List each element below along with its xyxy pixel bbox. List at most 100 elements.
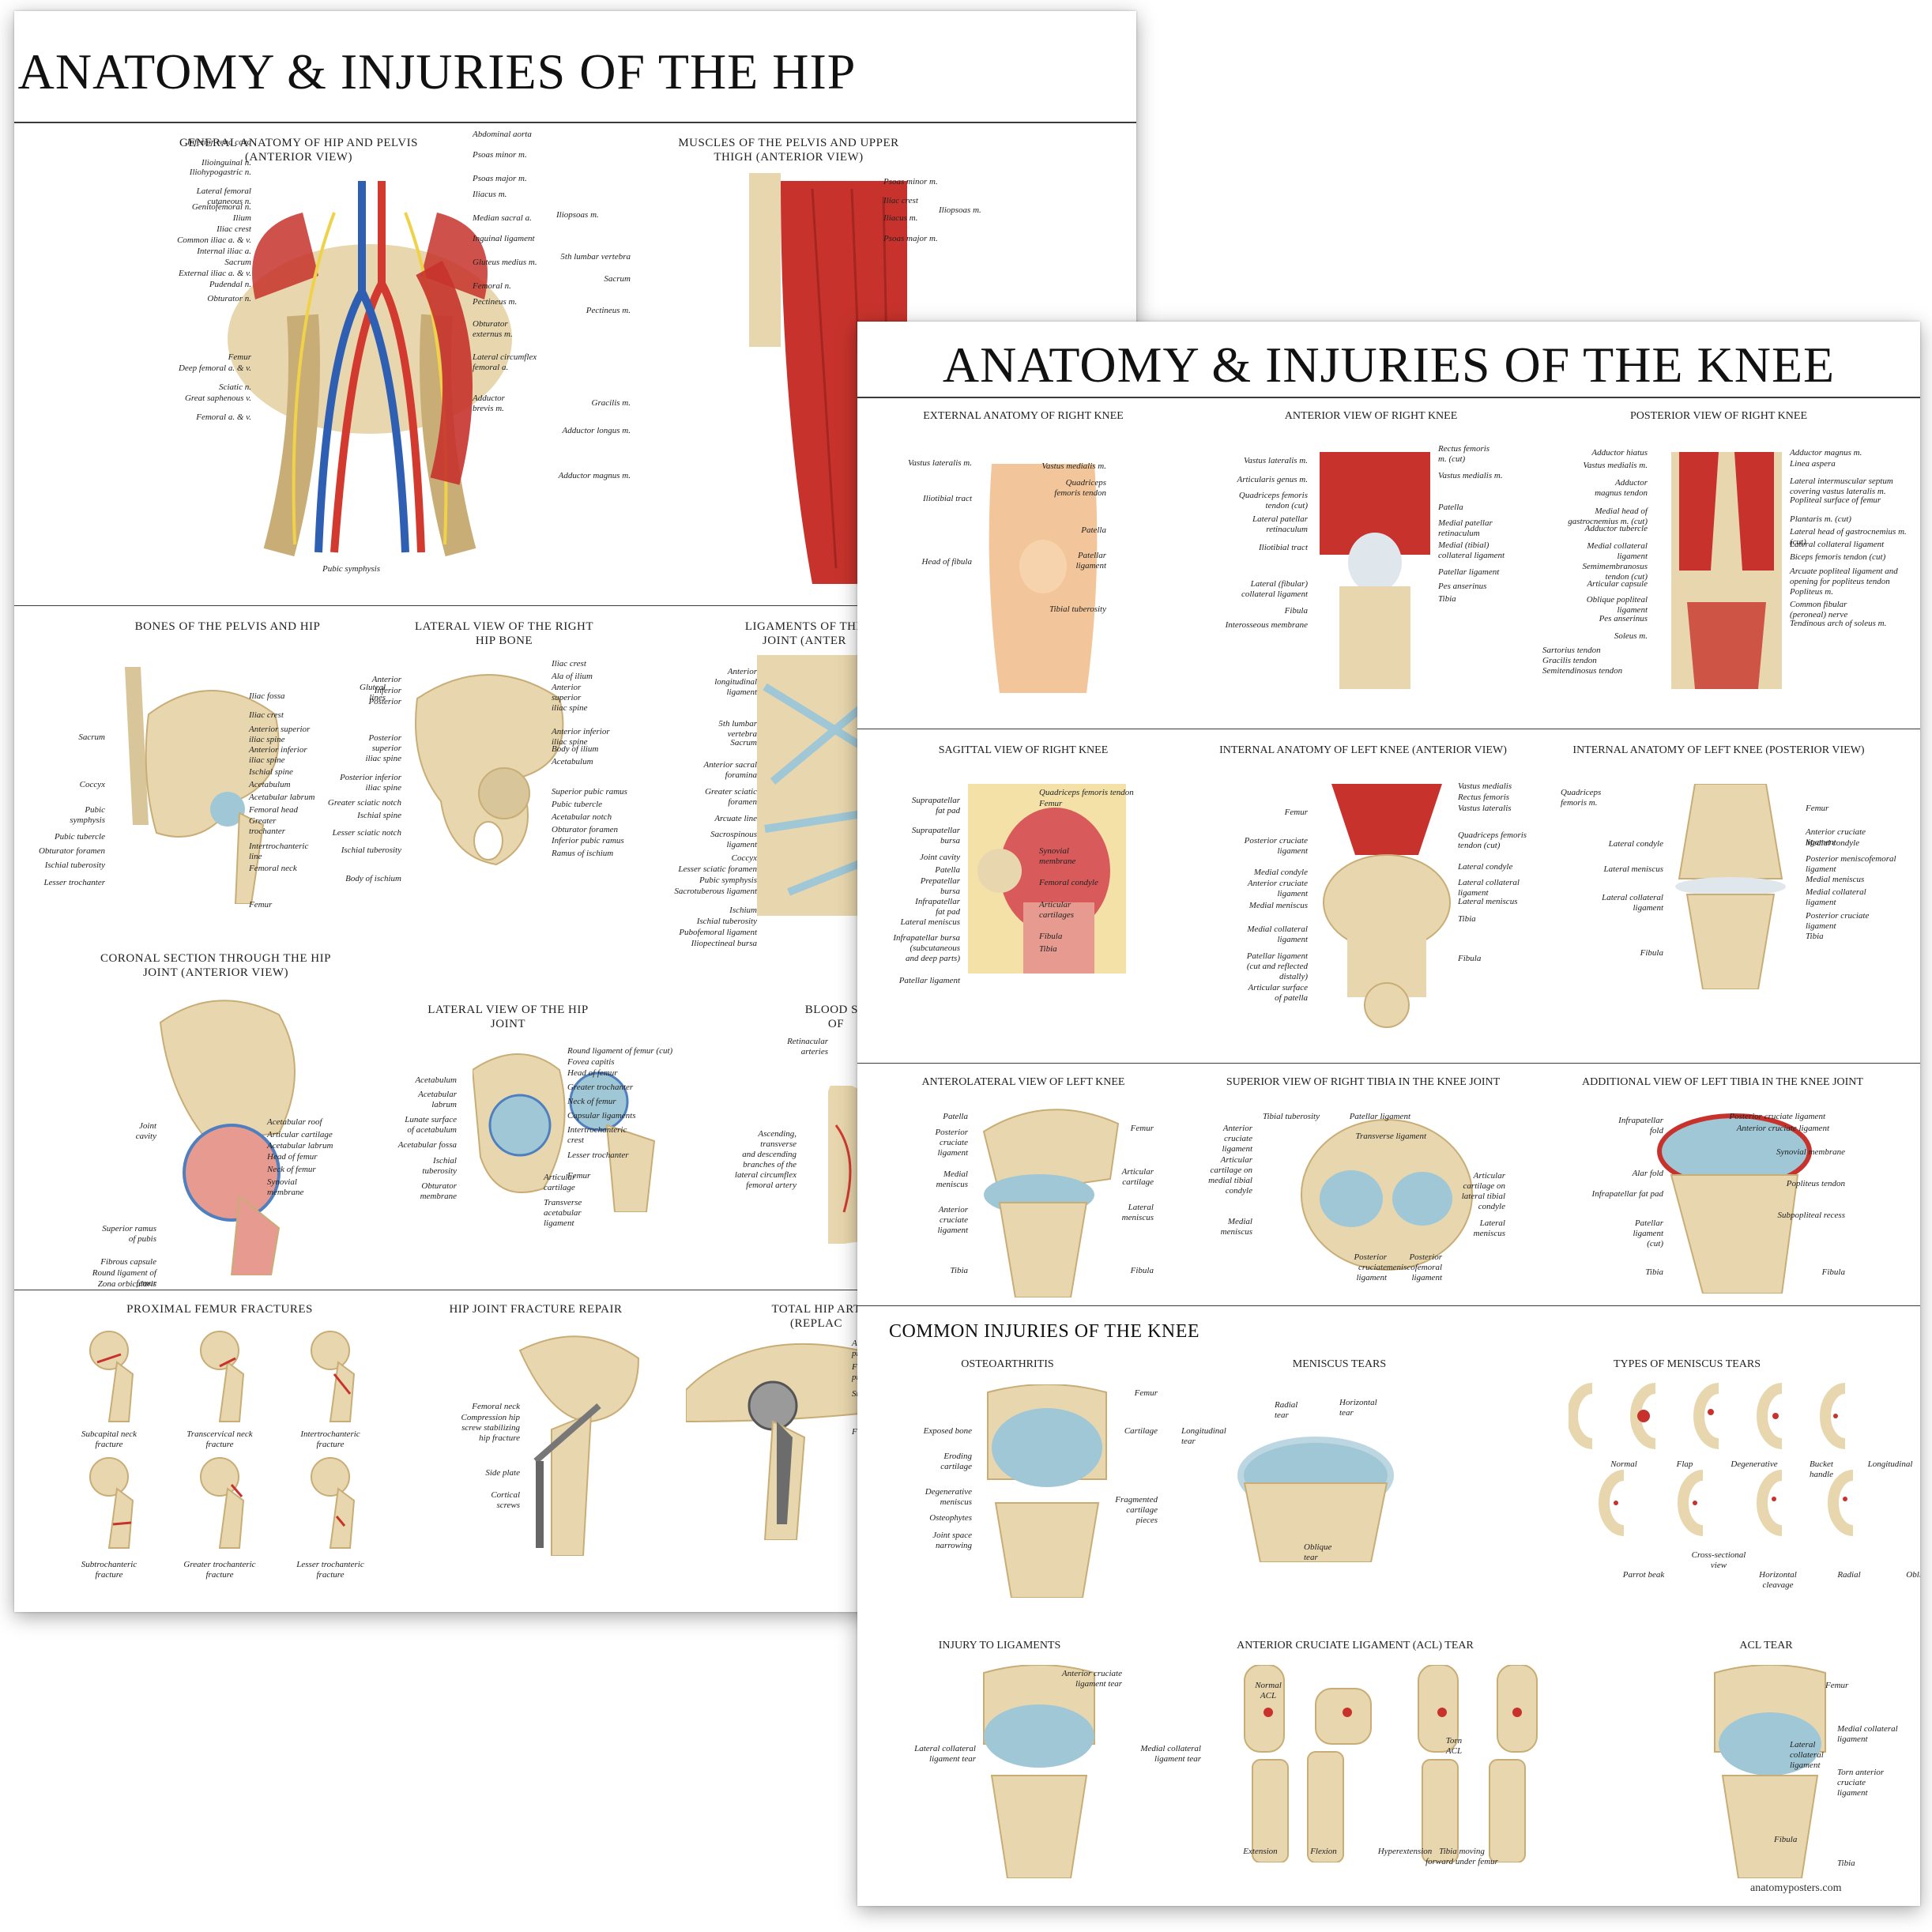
general-left-label: Femur bbox=[228, 352, 251, 362]
lateral-joint-right-label: Head of femur bbox=[567, 1068, 618, 1078]
posterior-left-label: Adductor magnus tendon bbox=[1595, 478, 1648, 498]
acl-tear-label: Lateral collateral ligament bbox=[1790, 1740, 1824, 1770]
internal-post-left-label: Lateral meniscus bbox=[1603, 864, 1663, 874]
external-label: Vastus medialis m. bbox=[1041, 461, 1106, 471]
posterior-left-label: Medial collateral ligament bbox=[1587, 541, 1648, 561]
internal-ant-left-label: Anterior cruciate ligament bbox=[1247, 879, 1308, 898]
knee-poster: ANATOMY & INJURIES OF THE KNEE EXTERNAL … bbox=[857, 322, 1920, 1906]
general-right-label: Iliacus m. bbox=[473, 190, 507, 199]
anterolateral-label: Fibula bbox=[1130, 1266, 1154, 1275]
internal-ant-left-label: Posterior cruciate ligament bbox=[1244, 836, 1308, 856]
meniscus-tears-label: Horizontal tear bbox=[1339, 1398, 1377, 1418]
anterior-right-label: Patella bbox=[1438, 503, 1463, 512]
coronal-right-label: Head of femur bbox=[267, 1152, 318, 1162]
internal-ant-left-label: Articular surface of patella bbox=[1248, 983, 1308, 1003]
ligaments-left-label: Ischial tuberosity bbox=[696, 917, 757, 926]
additional-tibia-label: Infrapatellar fat pad bbox=[1591, 1189, 1663, 1199]
muscles-right-label: Iliacus m. bbox=[883, 213, 918, 223]
posterior-left-label: Medial head of gastrocnemius m. (cut) bbox=[1568, 507, 1648, 526]
ligaments-left-label: Coccyx bbox=[731, 853, 757, 863]
hip-muscles-title: MUSCLES OF THE PELVIS AND UPPER THIGH (A… bbox=[678, 137, 899, 164]
coronal-right-label: Articular cartilage bbox=[267, 1130, 333, 1139]
lateral-bone-left-label: Posterior inferior iliac spine bbox=[340, 773, 401, 793]
knee-internal-anterior-illustration bbox=[1316, 784, 1458, 1029]
osteoarthritis-label: Cartilage bbox=[1124, 1426, 1158, 1436]
acl-label: Hyperextension bbox=[1377, 1847, 1433, 1856]
lateral-joint-left-label: Acetabular labrum bbox=[418, 1090, 457, 1109]
knee-anterior-title: ANTERIOR VIEW OF RIGHT KNEE bbox=[1284, 410, 1458, 422]
anterolateral-label: Lateral meniscus bbox=[1121, 1203, 1154, 1222]
ligaments-left-label: Ischium bbox=[729, 906, 757, 915]
anterior-left-label: Fibula bbox=[1284, 606, 1308, 616]
lateral-bone-left-label: Inferior bbox=[374, 686, 401, 695]
fractures-label: Subtrochanteric fracture bbox=[81, 1560, 137, 1580]
lateral-bone-right-label: Superior pubic ramus bbox=[552, 787, 627, 797]
sagittal-right-label: Articular cartilages bbox=[1039, 900, 1074, 920]
knee-anterolateral-illustration bbox=[968, 1100, 1126, 1297]
knee-sagittal-title: SAGITTAL VIEW OF RIGHT KNEE bbox=[938, 744, 1109, 756]
anterior-right-label: Pes anserinus bbox=[1438, 582, 1487, 591]
knee-title-divider bbox=[857, 397, 1920, 398]
lateral-bone-left-label: Lesser sciatic notch bbox=[332, 828, 401, 838]
posterior-right-label: Adductor magnus m. bbox=[1790, 448, 1862, 458]
additional-tibia-label: Patellar ligament (cut) bbox=[1633, 1218, 1664, 1248]
fractures-label: Intertrochanteric fracture bbox=[300, 1429, 360, 1449]
superior-tibia-label: Articular cartilage on medial tibial con… bbox=[1208, 1155, 1252, 1196]
external-label: Patellar ligament bbox=[1075, 551, 1107, 571]
external-label: Patella bbox=[1081, 525, 1106, 535]
lateral-joint-bottom-label: Articular cartilage bbox=[544, 1173, 576, 1192]
ligament-injury-label: Medial collateral ligament tear bbox=[1140, 1744, 1201, 1764]
hip-coronal-illustration bbox=[145, 991, 318, 1275]
knee-external-illustration bbox=[976, 464, 1110, 693]
coronal-left-label: Zona orbicularis bbox=[97, 1279, 156, 1289]
anterior-left-label: Iliotibial tract bbox=[1258, 543, 1308, 552]
general-right-label: Femoral n. bbox=[473, 281, 511, 291]
posterior-right-label: Tendinous arch of soleus m. bbox=[1790, 619, 1887, 628]
bones-right-label: Acetabulum bbox=[249, 780, 291, 789]
general-left-label: Femoral a. & v. bbox=[196, 412, 251, 422]
ligaments-left-label: Iliopectineal bursa bbox=[691, 939, 757, 948]
lateral-bone-right-label: Acetabular notch bbox=[552, 812, 612, 822]
fractures-label: Greater trochanteric fracture bbox=[183, 1560, 256, 1580]
lateral-joint-left-label: Lunate surface of acetabulum bbox=[405, 1115, 457, 1135]
sagittal-left-label: Suprapatellar bursa bbox=[911, 826, 960, 845]
sagittal-right-label: Tibia bbox=[1039, 944, 1057, 954]
pelvis-vessels-illustration bbox=[208, 181, 532, 560]
knee-poster-title: ANATOMY & INJURIES OF THE KNEE bbox=[942, 337, 1836, 393]
hip-fractures-title: PROXIMAL FEMUR FRACTURES bbox=[126, 1303, 313, 1316]
anterior-right-label: Medial patellar retinaculum bbox=[1438, 518, 1493, 538]
coronal-left-label: Fibrous capsule bbox=[100, 1257, 156, 1267]
general-bottom-label: Pubic symphysis bbox=[322, 564, 381, 574]
hip-repair-title: HIP JOINT FRACTURE REPAIR bbox=[449, 1303, 623, 1316]
general-right-label: Pectineus m. bbox=[473, 297, 518, 307]
lateral-joint-right-label: Lesser trochanter bbox=[567, 1151, 629, 1160]
anterior-left-label: Quadriceps femoris tendon (cut) bbox=[1238, 491, 1308, 510]
sagittal-left-label: Joint cavity bbox=[919, 853, 960, 862]
superior-tibia-label: Posterior meniscofemoral ligament bbox=[1386, 1252, 1442, 1282]
acl-tear-label: Medial collateral ligament bbox=[1837, 1724, 1898, 1744]
additional-tibia-label: Tibia bbox=[1645, 1267, 1663, 1277]
lateral-bone-gluteal-label: Gluteal lines bbox=[360, 683, 386, 702]
bones-right-label: Greater trochanter bbox=[249, 816, 286, 836]
sagittal-right-label: Quadriceps femoris tendon bbox=[1039, 788, 1134, 797]
footer-url[interactable]: anatomyposters.com bbox=[1750, 1882, 1842, 1894]
bones-right-label: Acetabular labrum bbox=[249, 793, 315, 802]
internal-ant-right-label: Rectus femoris bbox=[1458, 793, 1510, 802]
lateral-bone-left-label: Posterior bbox=[368, 697, 401, 706]
internal-post-right-label: Medial collateral ligament bbox=[1806, 887, 1866, 907]
lateral-joint-left-label: Acetabulum bbox=[415, 1075, 457, 1085]
hip-poster-title: ANATOMY & INJURIES OF THE HIP bbox=[17, 43, 857, 100]
acl-tear-title: ACL TEAR bbox=[1739, 1640, 1793, 1651]
anterior-left-label: Articularis genus m. bbox=[1237, 475, 1308, 484]
hip-coronal-title: CORONAL SECTION THROUGH THE HIP JOINT (A… bbox=[100, 952, 331, 979]
acl-tear-label: Fibula bbox=[1774, 1835, 1798, 1844]
hip-replacement-illustration bbox=[686, 1327, 860, 1540]
external-label: Vastus lateralis m. bbox=[908, 458, 972, 468]
general-left-label: Inferior vena cava bbox=[186, 137, 251, 147]
internal-ant-right-label: Tibia bbox=[1458, 914, 1476, 924]
posterior-right-label: Common fibular (peroneal) nerve bbox=[1790, 600, 1848, 620]
anterolateral-label: Tibia bbox=[950, 1266, 968, 1275]
internal-ant-left-label: Medial collateral ligament bbox=[1247, 925, 1308, 944]
general-left-label: Genitofemoral n. bbox=[191, 202, 251, 212]
knee-external-title: EXTERNAL ANATOMY OF RIGHT KNEE bbox=[923, 410, 1124, 422]
